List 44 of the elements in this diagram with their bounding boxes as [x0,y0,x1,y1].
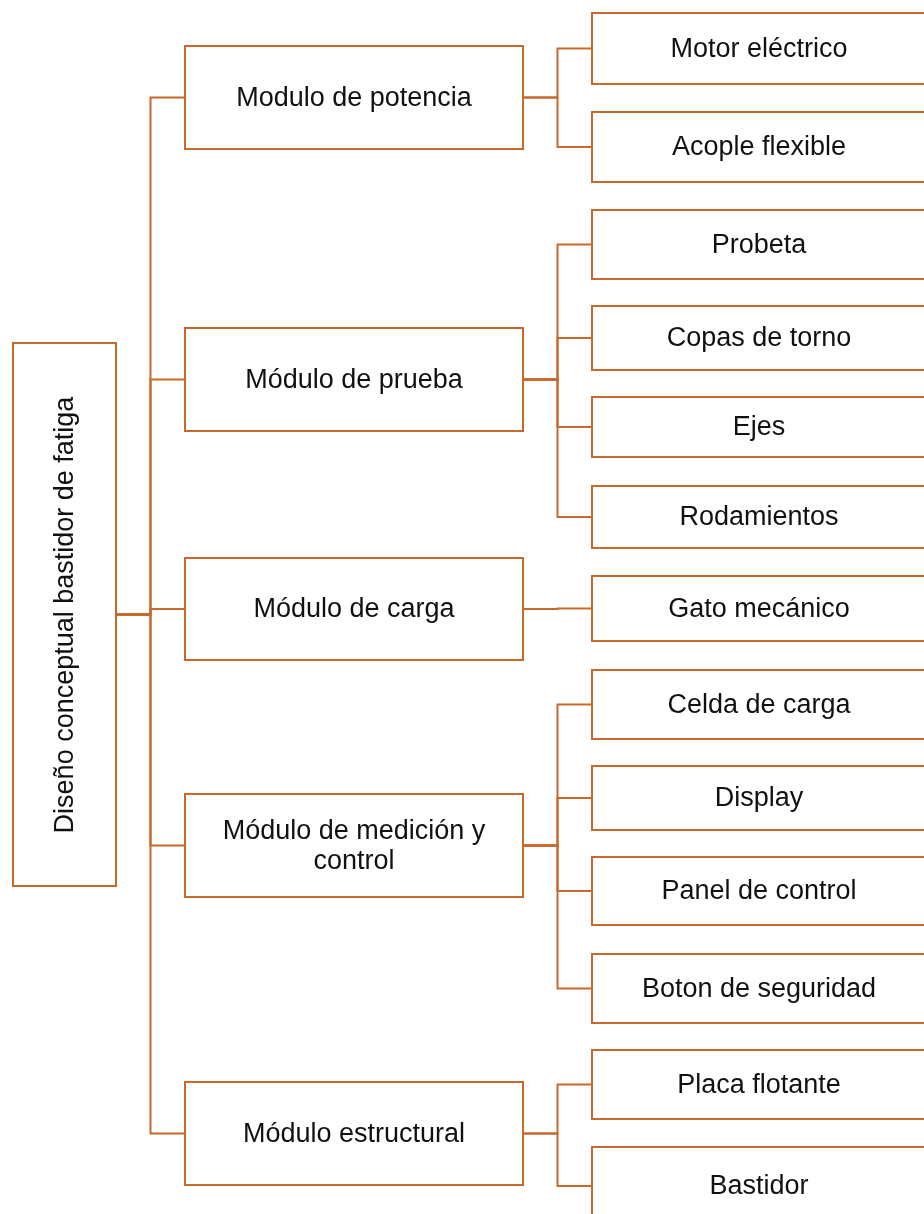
component-box [591,669,924,740]
component-box [591,111,924,183]
component-box [591,305,924,371]
connector-line [523,1132,592,1187]
node-label: Placa flotante [676,1069,842,1100]
root-box [12,342,117,887]
component-box [591,765,924,831]
node-label: Módulo de medición y control [221,815,487,876]
module-box [184,1081,524,1186]
node-label: Celda de carga [666,689,852,720]
component-box [591,575,924,642]
component-box [591,485,924,549]
node-label: Bastidor [708,1171,810,1201]
component-box [591,1049,924,1120]
component-box [591,856,924,926]
node-label: Módulo de carga [253,594,455,624]
module-box [184,45,524,150]
node-label: Módulo de prueba [245,364,463,395]
node-label: Copas de torno [665,323,853,353]
node-label: Módulo estructural [242,1118,466,1149]
connector-line [523,96,592,148]
node-label: Acople flexible [670,132,848,162]
component-box [591,1146,924,1214]
component-box [591,209,924,280]
node-label: Probeta [710,229,808,260]
node-label: Display [713,783,805,813]
node-label: Ejes [731,412,787,442]
connector-line [523,378,592,518]
connector-line [523,844,592,990]
node-label: Motor eléctrico [669,33,849,64]
module-box [184,327,524,432]
component-box [591,12,924,85]
module-box [184,793,524,898]
node-label: Boton de seguridad [640,973,878,1004]
node-label: Modulo de potencia [236,82,472,113]
node-label: Gato mecánico [667,593,851,624]
module-box [184,557,524,661]
component-box [591,953,924,1024]
connector-line [523,607,592,610]
component-box [591,396,924,458]
node-label: Diseño conceptual bastidor de fatiga [49,396,80,833]
node-label: Rodamientos [678,502,840,532]
node-label: Panel de control [660,876,858,906]
connector-line [116,613,185,1135]
